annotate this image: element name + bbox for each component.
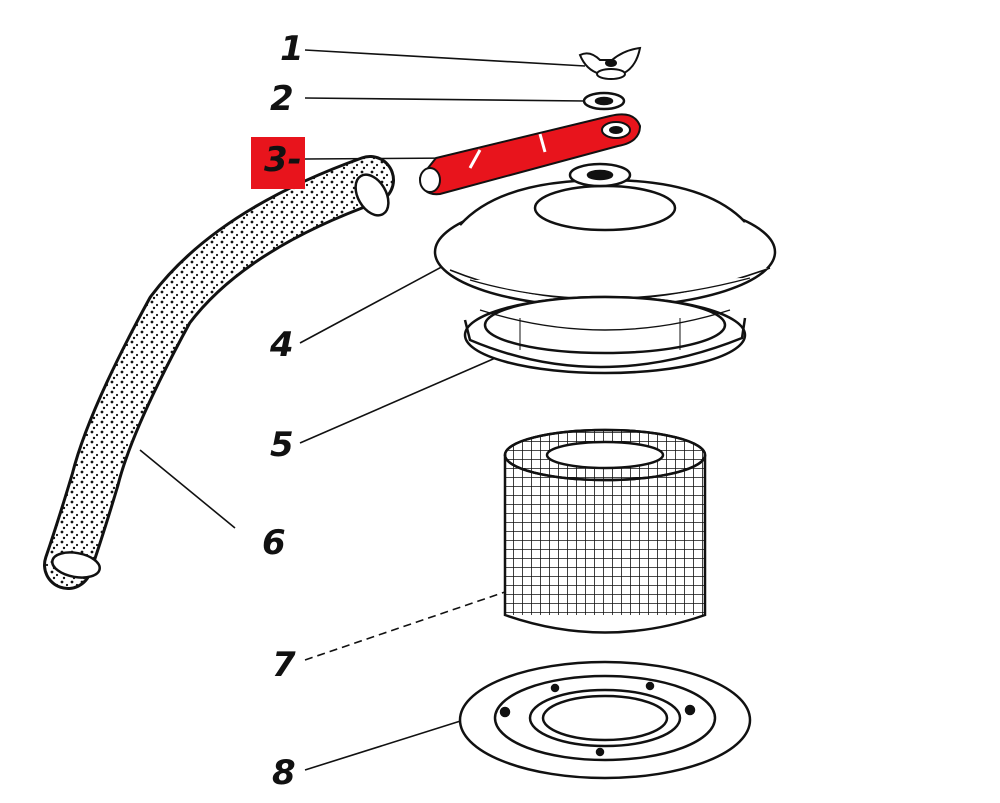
callout-3: 3- — [264, 140, 302, 180]
filter-housing-ring-icon — [463, 295, 747, 375]
callout-1: 1 — [280, 29, 304, 69]
base-plate-icon — [458, 660, 752, 780]
bracket-strap-icon — [418, 113, 642, 196]
callout-2: 2 — [270, 79, 294, 119]
leader-7 — [304, 591, 506, 661]
leader-lines — [139, 49, 586, 771]
callout-5: 5 — [270, 425, 294, 465]
wing-nut-icon — [578, 46, 642, 80]
leader-6 — [139, 449, 236, 529]
washer-icon — [582, 91, 626, 111]
leader-5 — [299, 355, 501, 444]
leader-2 — [304, 97, 586, 102]
leader-8 — [304, 717, 471, 771]
callout-6: 6 — [262, 523, 286, 563]
filter-cover-icon — [433, 162, 777, 309]
leader-1 — [304, 49, 586, 67]
callout-4: 4 — [270, 325, 294, 365]
filter-element-icon — [503, 428, 707, 634]
callout-7: 7 — [272, 645, 296, 685]
label-3-highlight — [251, 137, 305, 189]
callout-8: 8 — [272, 753, 296, 793]
hose-icon — [43, 155, 395, 590]
